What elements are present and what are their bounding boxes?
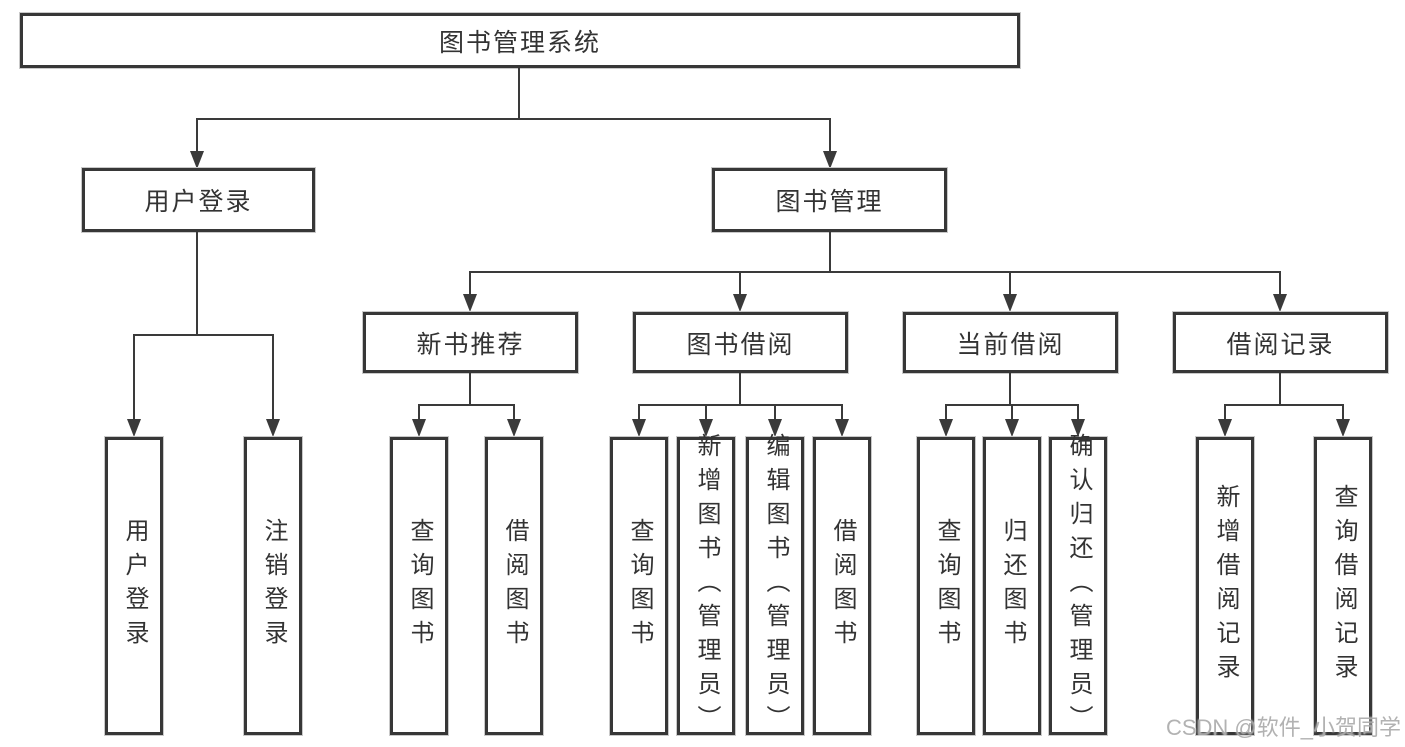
connector-line [469,373,471,406]
node-new-book-recommend-label: 新书推荐 [416,330,525,359]
connector-line [1009,373,1011,406]
connector-line [829,232,831,273]
connector-line [418,404,420,420]
arrow-down-icon [699,419,713,437]
connector-line [1077,404,1079,420]
node-leaf-cb-return-books-label: 归还图书 [999,518,1026,654]
node-root: 图书管理系统 [20,13,1020,68]
node-book-management: 图书管理 [712,168,947,232]
connector-line [418,404,515,406]
node-leaf-bb-edit-books: 编辑图书（管理员） [746,433,804,739]
arrow-down-icon [1003,294,1017,312]
connector-line [945,404,947,420]
node-borrow-records: 借阅记录 [1173,312,1388,373]
connector-line [829,118,831,151]
node-leaf-bb-add-books-label: 新增图书（管理员） [693,433,720,739]
node-leaf-bb-borrow-books-label: 借阅图书 [829,518,856,654]
node-leaf-logout: 注销登录 [244,437,302,735]
node-book-borrow-label: 图书借阅 [686,330,795,359]
node-leaf-nb-borrow-books: 借阅图书 [485,437,543,735]
arrow-down-icon [1273,294,1287,312]
arrow-down-icon [412,419,426,437]
node-leaf-bb-query-books-label: 查询图书 [626,518,653,654]
node-leaf-logout-label: 注销登录 [260,518,287,654]
arrow-down-icon [733,294,747,312]
node-leaf-bb-add-books: 新增图书（管理员） [677,433,735,739]
connector-line [739,373,741,406]
connector-line [739,271,741,295]
node-leaf-cb-confirm-return-label: 确认归还（管理员） [1065,433,1092,739]
node-leaf-br-add-record-label: 新增借阅记录 [1212,484,1239,688]
node-current-borrow: 当前借阅 [903,312,1118,373]
node-leaf-nb-query-books: 查询图书 [390,437,448,735]
arrow-down-icon [1071,419,1085,437]
node-leaf-nb-borrow-books-label: 借阅图书 [501,518,528,654]
arrow-down-icon [507,419,521,437]
connector-line [513,404,515,420]
node-book-management-label: 图书管理 [775,188,884,216]
connector-line [469,271,471,295]
node-leaf-cb-confirm-return: 确认归还（管理员） [1049,433,1107,739]
node-leaf-bb-edit-books-label: 编辑图书（管理员） [762,433,789,739]
arrow-down-icon [463,294,477,312]
arrow-down-icon [190,151,204,169]
node-user-login: 用户登录 [82,168,315,232]
arrow-down-icon [1218,419,1232,437]
connector-line [1342,404,1344,420]
node-leaf-bb-query-books: 查询图书 [610,437,668,735]
node-new-book-recommend: 新书推荐 [363,312,578,373]
node-user-login-label: 用户登录 [144,188,253,216]
node-leaf-user-login-label: 用户登录 [121,518,148,654]
arrow-down-icon [939,419,953,437]
arrow-down-icon [1336,419,1350,437]
connector-line [1011,404,1013,420]
node-book-borrow: 图书借阅 [633,312,848,373]
node-leaf-br-add-record: 新增借阅记录 [1196,437,1254,735]
connector-line [1279,373,1281,406]
connector-line [1224,404,1226,420]
node-leaf-bb-borrow-books: 借阅图书 [813,437,871,735]
connector-line [196,232,198,336]
connector-line [196,118,198,151]
arrow-down-icon [266,419,280,437]
arrow-down-icon [768,419,782,437]
node-leaf-cb-return-books: 归还图书 [983,437,1041,735]
arrow-down-icon [823,151,837,169]
connector-line [1009,271,1011,295]
connector-line [705,404,707,420]
arrow-down-icon [1005,419,1019,437]
connector-line [133,334,135,420]
connector-line [1279,271,1281,295]
node-leaf-cb-query-books: 查询图书 [917,437,975,735]
connector-line [638,404,843,406]
connector-line [469,271,1281,273]
connector-line [196,118,831,120]
connector-line [638,404,640,420]
connector-line [133,334,274,336]
node-root-label: 图书管理系统 [438,28,601,57]
node-leaf-nb-query-books-label: 查询图书 [406,518,433,654]
node-leaf-user-login: 用户登录 [105,437,163,735]
node-current-borrow-label: 当前借阅 [956,330,1065,359]
arrow-down-icon [127,419,141,437]
connector-line [774,404,776,420]
arrow-down-icon [632,419,646,437]
connector-line [1224,404,1344,406]
connector-line [518,68,520,119]
connector-line [841,404,843,420]
node-leaf-cb-query-books-label: 查询图书 [933,518,960,654]
node-leaf-br-query-record: 查询借阅记录 [1314,437,1372,735]
connector-line [272,334,274,420]
node-borrow-records-label: 借阅记录 [1226,330,1335,359]
node-leaf-br-query-record-label: 查询借阅记录 [1330,484,1357,688]
csdn-watermark: CSDN @软件_小贺同学 [1165,715,1401,740]
arrow-down-icon [835,419,849,437]
